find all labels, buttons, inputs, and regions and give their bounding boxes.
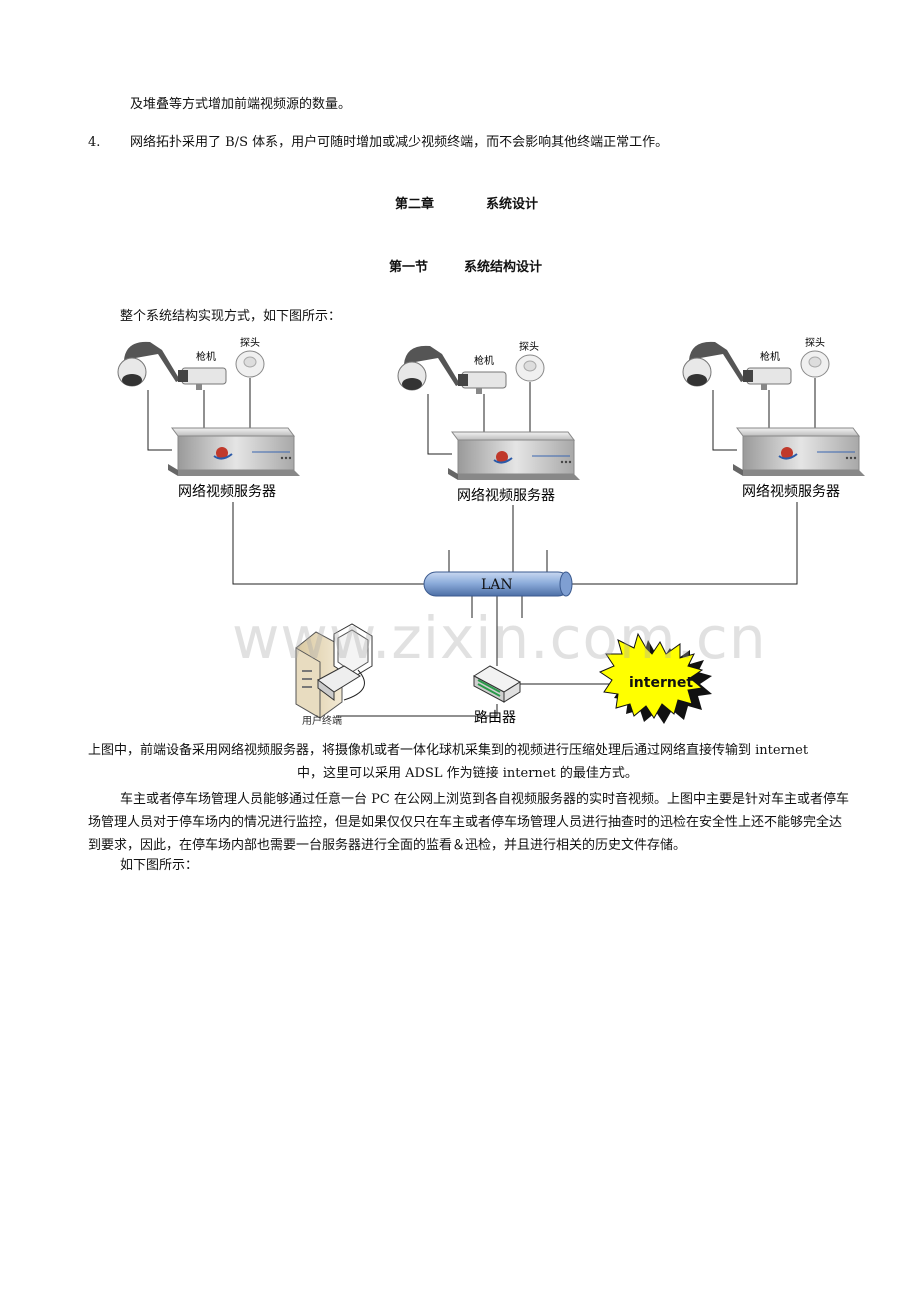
router-icon — [473, 665, 521, 703]
figure-lead-text: 如下图所示： — [120, 858, 199, 873]
section-title: 系统结构设计 — [464, 260, 543, 275]
lan-bus-icon — [423, 571, 573, 597]
body-paragraph: 车主或者停车场管理人员能够通过任意一台 PC 在公网上浏览到各自视频服务器的实时… — [88, 792, 849, 853]
gun-label-middle: 枪机 — [474, 354, 494, 367]
internet-label: internet — [629, 675, 693, 691]
intro-text: 整个系统结构实现方式，如下图所示： — [120, 309, 342, 324]
user-terminal-label: 用户终端 — [302, 714, 342, 727]
watermark: www.zixin.com.cn — [232, 604, 767, 672]
gun-label-right: 枪机 — [760, 350, 780, 363]
list-item-number: 4. — [88, 135, 101, 150]
chapter-number: 第二章 — [395, 197, 435, 212]
caption-line-2: 中，这里可以采用 ADSL 作为链接 internet 的最佳方式。 — [297, 766, 638, 781]
probe-label-left: 探头 — [240, 336, 260, 349]
probe-label-right: 探头 — [805, 336, 825, 349]
server-label-right: 网络视频服务器 — [742, 484, 840, 500]
user-terminal-icon — [295, 623, 373, 719]
gun-label-left: 枪机 — [196, 350, 216, 363]
server-label-middle: 网络视频服务器 — [457, 488, 555, 504]
list-item-text: 网络拓扑采用了 B/S 体系，用户可随时增加或减少视频终端，而不会影响其他终端正… — [130, 135, 669, 150]
chapter-title: 系统设计 — [486, 197, 539, 212]
server-label-left: 网络视频服务器 — [178, 484, 276, 500]
caption-line-1: 上图中，前端设备采用网络视频服务器，将摄像机或者一体化球机采集到的视频进行压缩处… — [88, 743, 809, 758]
router-label: 路由器 — [474, 710, 516, 726]
continued-line: 及堆叠等方式增加前端视频源的数量。 — [130, 97, 352, 112]
internet-cloud-icon — [598, 632, 712, 724]
lan-label: LAN — [481, 577, 513, 593]
section-number: 第一节 — [389, 260, 429, 275]
probe-label-middle: 探头 — [519, 340, 539, 353]
network-diagram: 枪机 探头 网络视频服务器 枪机 探头 网络视频服务器 枪机 探头 网络视频服务… — [117, 336, 866, 727]
